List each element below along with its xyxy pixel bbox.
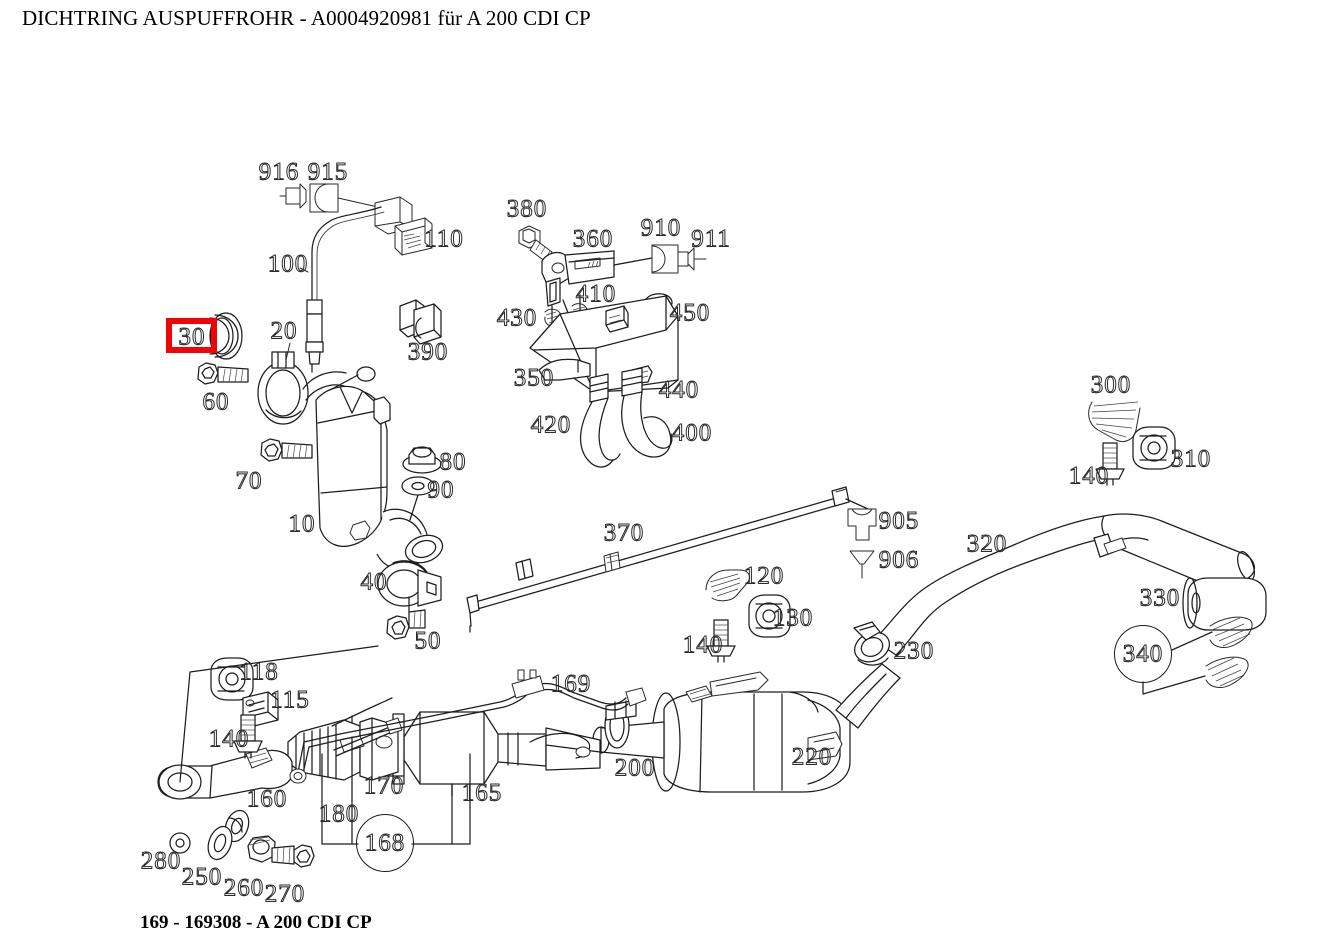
- part-916-connector: [279, 183, 307, 209]
- part-280-washer: [169, 832, 191, 854]
- callout-260: 260: [223, 874, 265, 902]
- callout-140b: 140: [682, 631, 724, 659]
- callout-910: 910: [640, 214, 682, 242]
- part-390-bracket: [399, 299, 442, 345]
- part-340-detail: [1142, 616, 1253, 695]
- callout-180: 180: [318, 800, 360, 828]
- callout-906: 906: [878, 546, 920, 574]
- callout-110: 110: [424, 225, 464, 253]
- leader-lines: [179, 267, 471, 845]
- callout-370: 370: [603, 519, 645, 547]
- callout-165: 165: [461, 779, 503, 807]
- page-footer: 169 - 169308 - A 200 CDI CP: [140, 912, 372, 933]
- callout-60: 60: [202, 388, 230, 416]
- circle-168-circle: [356, 814, 414, 872]
- callout-410: 410: [575, 280, 617, 308]
- part-400-hose: [621, 367, 673, 458]
- callout-420: 420: [530, 411, 572, 439]
- callout-905: 905: [878, 507, 920, 535]
- callout-310: 310: [1170, 445, 1212, 473]
- callout-220: 220: [791, 743, 833, 771]
- part-169-harness: [289, 669, 647, 784]
- part-140-bolt-left: [233, 714, 263, 759]
- callout-400: 400: [671, 419, 713, 447]
- part-370-rod: [466, 486, 869, 627]
- part-420-hose: [579, 373, 621, 468]
- callout-430: 430: [496, 304, 538, 332]
- callout-915: 915: [307, 158, 349, 186]
- callout-140c: 140: [208, 725, 250, 753]
- part-20-v-clamp: [257, 351, 309, 425]
- callout-160: 160: [246, 785, 288, 813]
- callout-100: 100: [267, 250, 309, 278]
- part-230-connector: [853, 621, 890, 666]
- part-911-connector: [687, 247, 707, 271]
- callout-169: 169: [550, 670, 592, 698]
- callout-80: 80: [439, 448, 467, 476]
- callout-10: 10: [288, 510, 316, 538]
- part-140-bolt-right: [1095, 442, 1125, 486]
- callout-30: 30: [178, 323, 206, 351]
- callout-350: 350: [513, 364, 555, 392]
- part-320-pipe: [873, 513, 1255, 656]
- callout-360: 360: [572, 225, 614, 253]
- callout-230: 230: [893, 637, 935, 665]
- part-80-nut: [402, 446, 442, 474]
- callout-250: 250: [181, 863, 223, 891]
- callout-440: 440: [658, 376, 700, 404]
- callout-115: 115: [270, 686, 310, 714]
- callout-130: 130: [772, 604, 814, 632]
- callout-916: 916: [258, 158, 300, 186]
- part-40-clamp: [377, 560, 442, 607]
- page-title: DICHTRING AUSPUFFROHR - A0004920981 für …: [22, 6, 591, 30]
- part-110-bracket: [374, 196, 433, 256]
- callout-40: 40: [360, 568, 388, 596]
- callout-170: 170: [363, 772, 405, 800]
- part-906-clip: [849, 550, 875, 579]
- part-100-oxygen-sensor: [305, 206, 385, 373]
- part-90-washer: [401, 476, 435, 496]
- callout-380: 380: [506, 195, 548, 223]
- callout-320: 320: [966, 530, 1008, 558]
- part-130-rubber-mount: [748, 594, 791, 638]
- part-30-sealing-ring: [209, 312, 243, 360]
- callout-330: 330: [1139, 584, 1181, 612]
- callout-90: 90: [427, 476, 455, 504]
- part-330-tip: [1182, 577, 1267, 631]
- callout-270: 270: [264, 880, 306, 908]
- callout-120: 120: [743, 562, 785, 590]
- callout-70: 70: [235, 467, 263, 495]
- part-260-nut: [247, 835, 276, 863]
- part-10-catalytic-converter: [302, 366, 444, 570]
- red-highlight-rectangle: [166, 318, 217, 353]
- part-140-bolt-center: [706, 619, 736, 663]
- circle-340-circle: [1114, 625, 1172, 683]
- part-300-clip: [1088, 401, 1141, 443]
- part-310-rubber-mount: [1132, 426, 1176, 470]
- part-910-connector: [651, 244, 689, 274]
- part-120-clip: [705, 569, 751, 602]
- part-60-bolt: [197, 362, 249, 385]
- part-250-washers: [207, 809, 250, 861]
- part-915-connector: [309, 183, 379, 213]
- part-70-bolt: [260, 438, 313, 462]
- part-165-dpf: [387, 711, 601, 785]
- part-270-bolt: [271, 844, 315, 868]
- callout-300: 300: [1090, 371, 1132, 399]
- callout-118: 118: [239, 658, 279, 686]
- part-905-clip: [847, 508, 877, 541]
- callout-200: 200: [614, 754, 656, 782]
- callout-140: 140: [1068, 462, 1110, 490]
- callout-280: 280: [140, 847, 182, 875]
- part-118-rubber-mount: [210, 657, 254, 701]
- part-200-clamp: [604, 699, 637, 749]
- callout-450: 450: [669, 299, 711, 327]
- callout-911: 911: [691, 225, 731, 253]
- callout-20: 20: [270, 317, 298, 345]
- callout-390: 390: [407, 338, 449, 366]
- callout-50: 50: [414, 627, 442, 655]
- part-50-bolt: [386, 596, 426, 640]
- part-220-muffler: [592, 663, 901, 793]
